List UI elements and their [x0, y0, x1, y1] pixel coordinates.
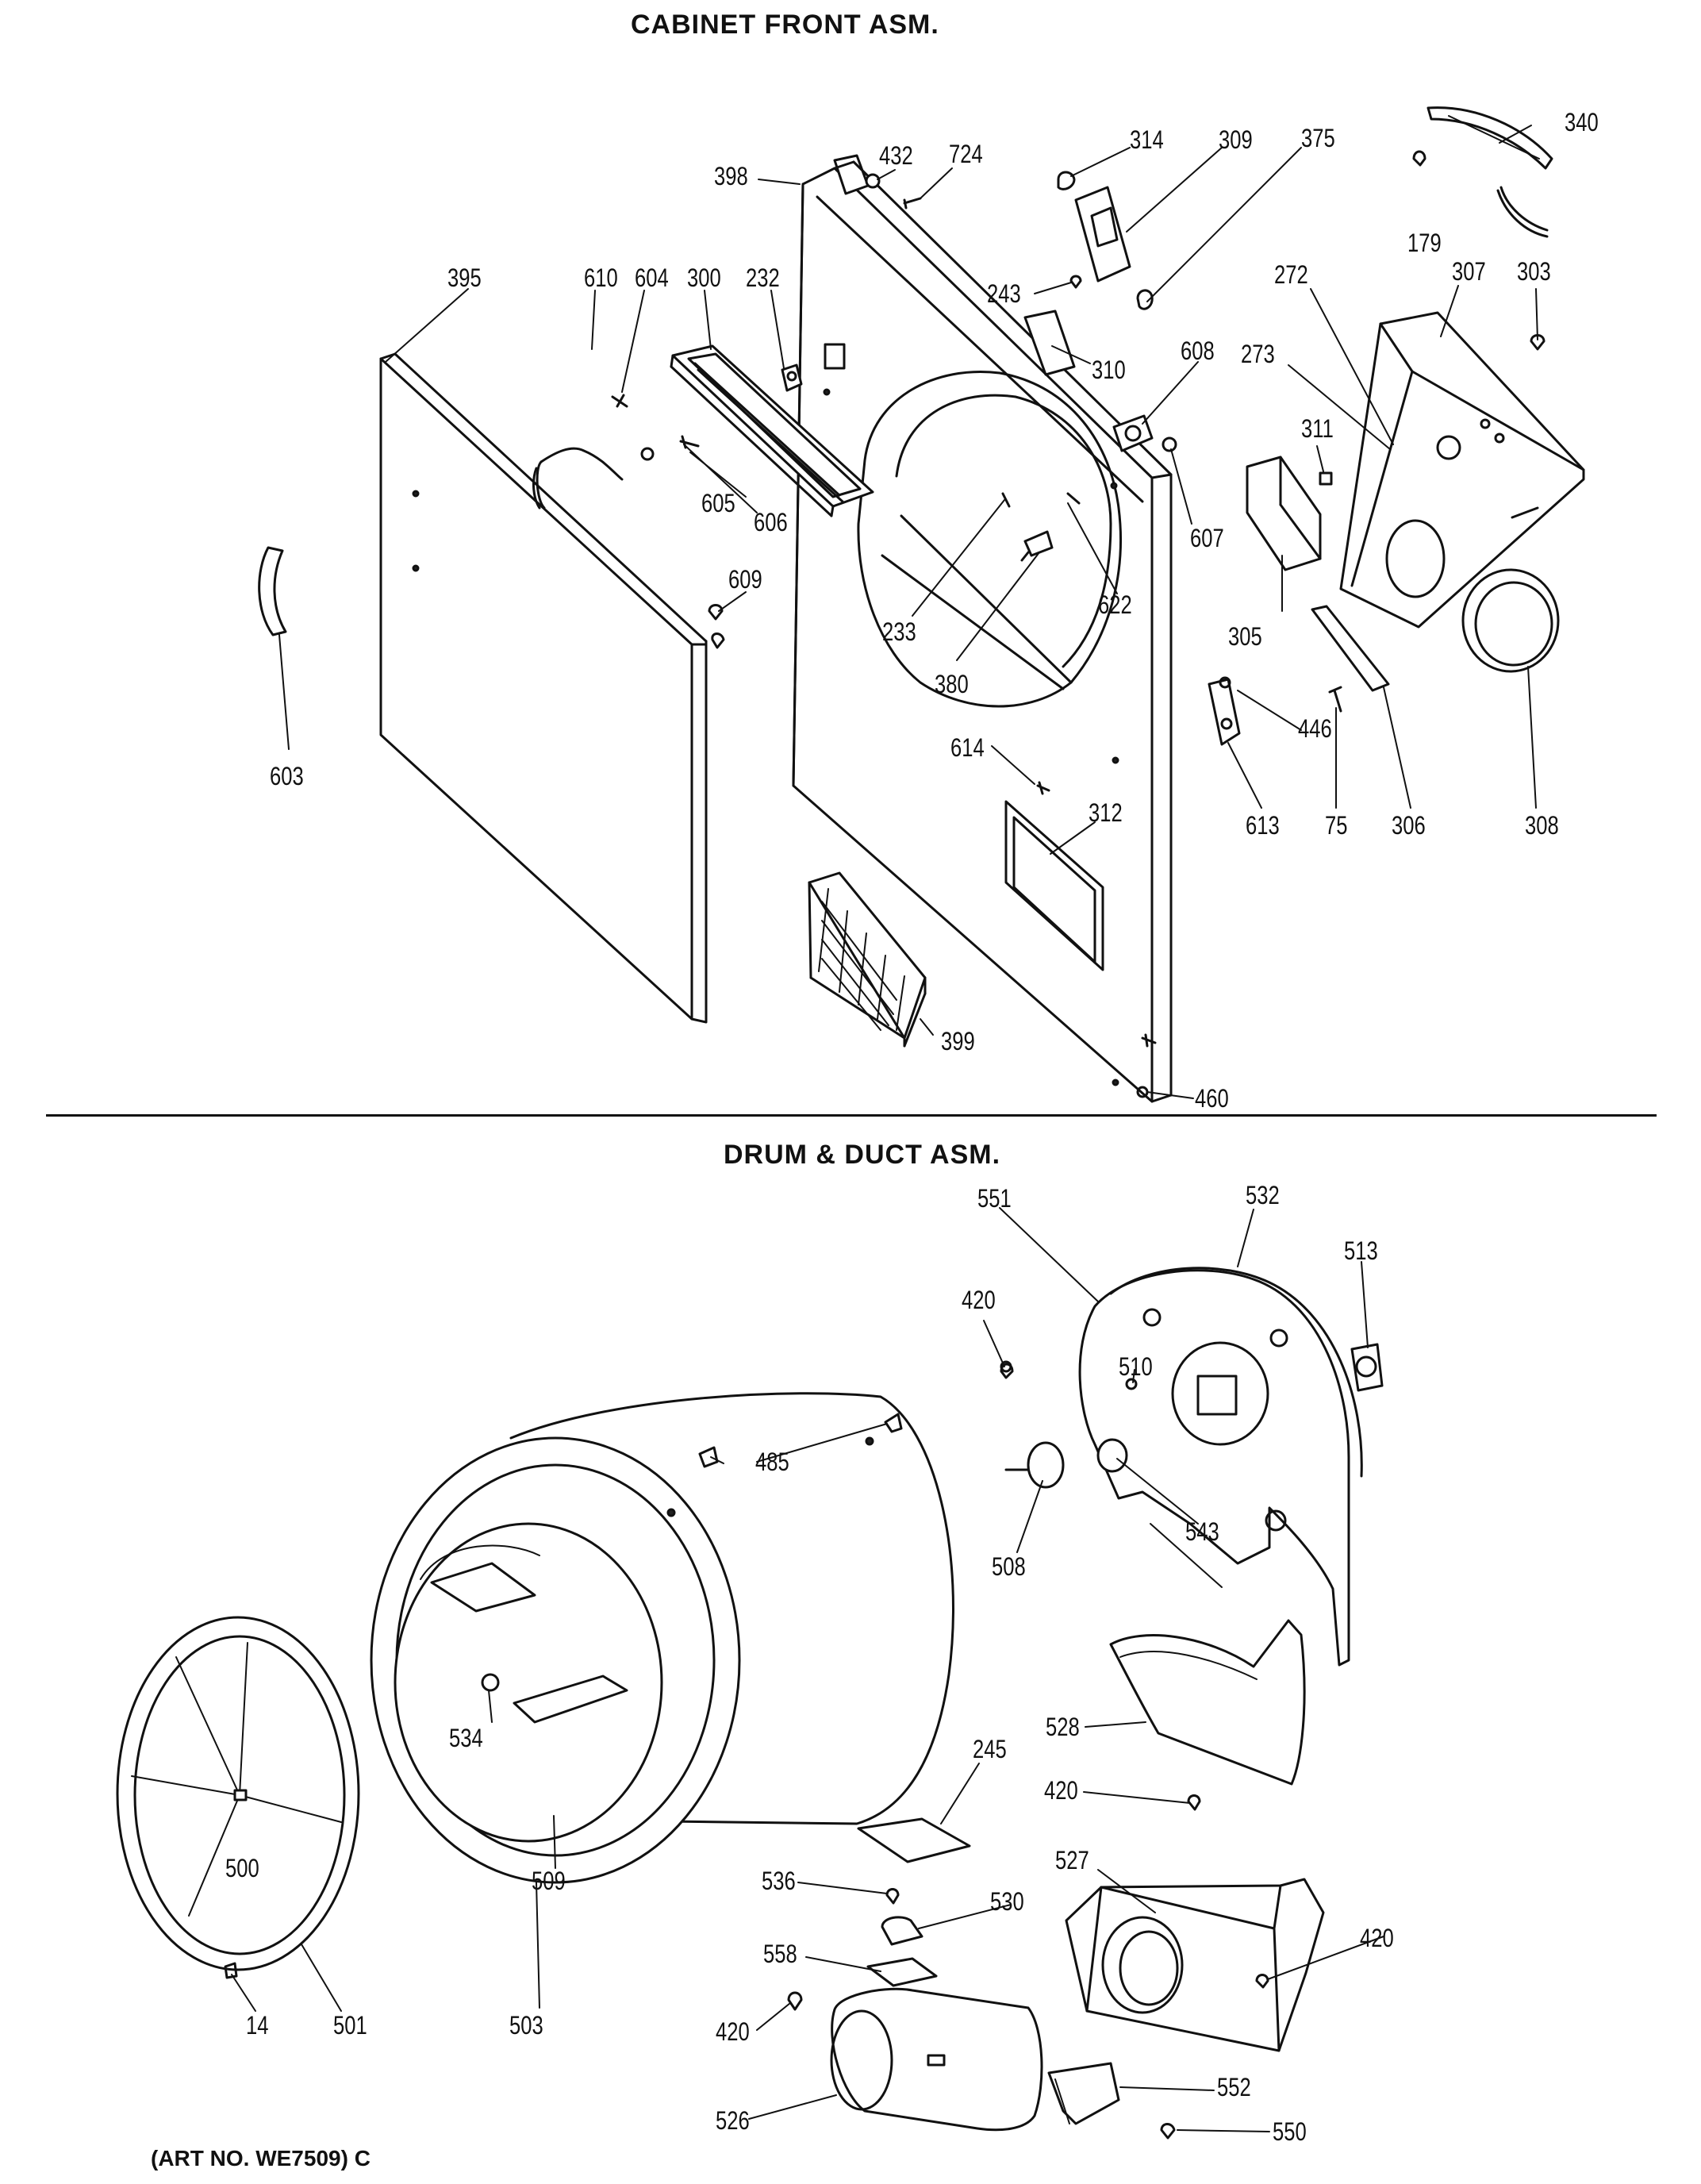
callout-380: 380	[935, 670, 969, 698]
cabinet-screws	[611, 173, 1157, 1048]
callout-622: 622	[1098, 590, 1132, 619]
callout-399: 399	[941, 1027, 975, 1055]
callout-501: 501	[333, 2011, 367, 2040]
callout-608: 608	[1181, 336, 1215, 365]
heater-parts	[787, 1817, 1043, 2132]
callout-534: 534	[449, 1724, 483, 1752]
callout-610: 610	[584, 263, 618, 292]
callout-179: 179	[1407, 229, 1442, 257]
duct	[1109, 1619, 1306, 1786]
art-number: (ART NO. WE7509) C	[151, 2146, 371, 2171]
door-handle	[258, 546, 287, 636]
callout-543: 543	[1185, 1517, 1219, 1546]
callout-303: 303	[1517, 257, 1551, 286]
callout-340: 340	[1565, 108, 1599, 136]
callout-273: 273	[1241, 340, 1275, 368]
callout-432: 432	[879, 141, 913, 170]
callout-245: 245	[973, 1735, 1007, 1763]
callout-395: 395	[447, 263, 482, 292]
callout-510: 510	[1119, 1352, 1153, 1381]
callout-420-mid: 420	[1044, 1776, 1078, 1805]
callout-508: 508	[992, 1552, 1026, 1581]
callout-375: 375	[1301, 124, 1335, 152]
callout-609: 609	[728, 565, 762, 594]
drum-seal-ring	[1461, 568, 1560, 673]
callout-243: 243	[987, 279, 1021, 308]
vent-cover	[1412, 106, 1553, 238]
callout-503: 503	[509, 2011, 543, 2040]
latch-strike	[781, 363, 803, 392]
toe-grille	[808, 871, 927, 1048]
callout-509: 509	[532, 1867, 566, 1895]
callout-604: 604	[635, 263, 669, 292]
drum-duct-title: DRUM & DUCT ASM.	[724, 1140, 1001, 1170]
callout-310: 310	[1092, 356, 1126, 384]
callout-309: 309	[1219, 125, 1253, 154]
callout-606: 606	[754, 508, 788, 536]
control-switch-parts	[1023, 171, 1154, 376]
callout-613: 613	[1246, 811, 1280, 840]
callout-513: 513	[1344, 1236, 1378, 1265]
door-switch-parts	[1020, 530, 1054, 562]
callout-607: 607	[1190, 524, 1224, 552]
callout-233: 233	[882, 617, 916, 646]
terminal-block	[1246, 456, 1333, 571]
door-hinge-rod	[532, 447, 624, 509]
callout-536: 536	[762, 1867, 796, 1895]
callout-311: 311	[1301, 414, 1334, 443]
callout-308: 308	[1525, 811, 1559, 840]
callout-558: 558	[763, 1940, 797, 1968]
callout-420-bottom: 420	[716, 2017, 750, 2046]
callout-500: 500	[225, 1854, 259, 1882]
section-divider	[46, 1114, 1657, 1117]
drum-bolts	[698, 1413, 903, 1468]
motor-bracket-parts	[1047, 2062, 1176, 2140]
drum-rear-seal	[116, 1616, 360, 1979]
callout-528: 528	[1046, 1713, 1080, 1741]
callout-552: 552	[1217, 2073, 1251, 2101]
callout-232: 232	[746, 263, 780, 292]
callout-605: 605	[701, 489, 735, 517]
callout-551: 551	[977, 1184, 1012, 1213]
callout-398: 398	[714, 162, 748, 190]
cabinet-front-title: CABINET FRONT ASM.	[631, 10, 939, 40]
cabinet-front-panel	[792, 154, 1173, 1103]
callout-314: 314	[1130, 125, 1164, 154]
door-panel	[379, 352, 708, 1024]
callout-724: 724	[949, 140, 983, 168]
callout-485: 485	[755, 1448, 789, 1476]
drum	[370, 1392, 954, 1884]
callout-312: 312	[1089, 798, 1123, 827]
callout-420-top: 420	[962, 1286, 996, 1314]
callout-307: 307	[1452, 257, 1486, 286]
callout-306: 306	[1392, 811, 1426, 840]
callout-527: 527	[1055, 1846, 1089, 1874]
blower-housing	[1065, 1878, 1325, 2052]
lint-filter	[670, 344, 874, 517]
callout-446: 446	[1298, 714, 1332, 743]
callout-530: 530	[990, 1887, 1024, 1916]
leader-lines	[231, 125, 1538, 2132]
callout-550: 550	[1273, 2117, 1307, 2146]
callout-75: 75	[1325, 811, 1348, 840]
callout-532: 532	[1246, 1181, 1280, 1209]
duct-housing	[1078, 1267, 1363, 1667]
callout-526: 526	[716, 2106, 750, 2135]
callout-460: 460	[1195, 1084, 1229, 1113]
callout-272: 272	[1274, 260, 1308, 289]
callout-14: 14	[246, 2011, 269, 2040]
callout-614: 614	[950, 733, 985, 762]
rear-bulkhead	[1339, 311, 1585, 629]
callout-603: 603	[270, 762, 304, 790]
callout-300: 300	[687, 263, 721, 292]
duct-seal	[1350, 1343, 1384, 1392]
callout-420-right: 420	[1360, 1924, 1394, 1952]
callout-305: 305	[1228, 622, 1262, 651]
blower-parts	[1000, 1360, 1138, 1489]
bracket-parts	[1208, 605, 1390, 746]
